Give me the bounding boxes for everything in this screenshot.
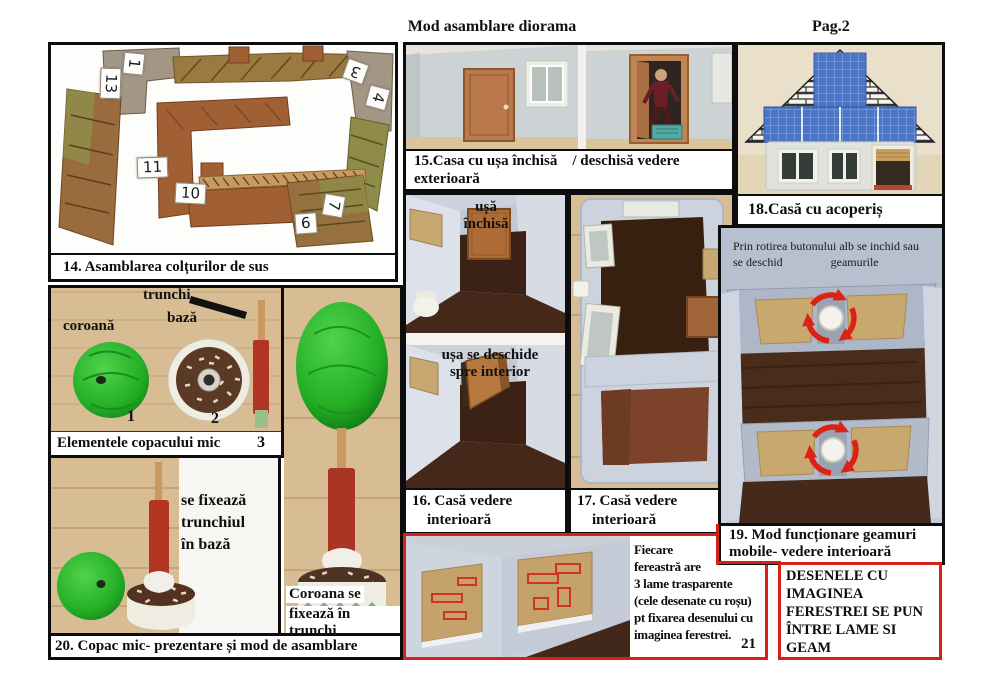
panel-14-top-corners: 1 13 3 4 11 10 6 7 14. Asamblarea colțur…	[48, 42, 398, 282]
photo-interior-door: ușă închisă ușa se deschide spre interio…	[406, 195, 565, 488]
item-number-2: 2	[211, 410, 219, 427]
elements-caption: Elementele copacului mic	[57, 435, 221, 451]
piece-number-tag: 11	[136, 156, 169, 179]
panel-16-interior-door: ușă închisă ușa se deschide spre interio…	[403, 192, 568, 535]
door-closed-label: ușă închisă	[463, 199, 509, 232]
tree-elements-drawing	[73, 296, 269, 428]
panel-19-window-mechanism: Prin rotirea butonului alb se inchid sau…	[718, 225, 945, 565]
assembled-tree-drawing	[284, 288, 400, 633]
photo-tree-elements: coroană bază trunchi 1 2	[51, 288, 281, 431]
photo-window-lamellae	[406, 536, 630, 657]
crown-fix-note-line1: Coroana se	[286, 586, 364, 603]
panel-tree-elements: coroană bază trunchi 1 2 Elementele copa…	[51, 288, 284, 458]
panel-14-caption: 14. Asamblarea colțurilor de sus	[51, 253, 395, 279]
door-open-label: ușa se deschide spre interior	[441, 347, 539, 380]
trunk-fixing-drawing	[51, 458, 278, 633]
panel-21-note: Fiecare fereastră are 3 lame trasparente…	[634, 542, 753, 642]
panel-18-house-roof: 18.Casă cu acoperiș	[735, 42, 945, 227]
crown-label: coroană	[63, 318, 115, 334]
house-roof-drawing	[738, 45, 942, 194]
trunk-fix-note: se fixează trunchiul în bază	[181, 492, 247, 553]
panel-20-caption: 20. Copac mic- prezentare și mod de asam…	[51, 633, 400, 657]
elements-caption-bar: Elementele copacului mic 3	[51, 431, 281, 455]
panel-17-interior-top: 17. Casă vedere interioară	[568, 192, 735, 535]
panel-19-caption: 19. Mod funcționare geamuri mobile- vede…	[721, 523, 942, 562]
panel-15-caption: 15.Casa cu ușa închisă / deschisă vedere…	[406, 149, 732, 189]
panel-16-caption: 16. Casă vedere interioară	[406, 488, 565, 532]
item-number-3: 3	[257, 434, 265, 451]
piece-number-tag: 1	[122, 51, 146, 76]
panel-15-house-exterior: 15.Casa cu ușa închisă / deschisă vedere…	[403, 42, 735, 192]
trunk-label: trunchi	[143, 288, 191, 303]
photo-trunk-fixing: se fixează trunchiul în bază	[51, 458, 281, 633]
page-number: Pag.2	[812, 18, 850, 35]
windows-mechanism-drawing	[721, 228, 942, 523]
panel-21-number: 21	[741, 636, 756, 652]
window-note-text: DESENELE CU IMAGINEA FERESTREI SE PUN ÎN…	[786, 568, 923, 656]
interior-top-view-drawing	[571, 195, 732, 488]
interior-door-drawing	[406, 195, 565, 488]
window-lamellae-drawing	[406, 536, 630, 657]
page-title: Mod asamblare diorama	[407, 18, 577, 35]
photo-house-roof	[738, 45, 942, 194]
crown-fix-note-line2: fixează în trunchi	[286, 606, 400, 633]
panel-21-window-lamellae: Fiecare fereastră are 3 lame trasparente…	[403, 533, 768, 660]
photo-windows-mechanism: Prin rotirea butonului alb se inchid sau…	[721, 228, 942, 523]
piece-number-tag: 6	[294, 212, 318, 235]
photo-corners-assembly: 1 13 3 4 11 10 6 7	[51, 45, 395, 253]
base-label: bază	[167, 310, 197, 326]
red-accent-horizontal	[716, 561, 781, 564]
panel-19-note: Prin rotirea butonului alb se inchid sau…	[733, 239, 919, 269]
item-number-1: 1	[127, 408, 135, 425]
red-accent-vertical	[716, 524, 719, 565]
panel-18-caption: 18.Casă cu acoperiș	[738, 194, 942, 224]
house-exterior-drawing	[406, 45, 732, 149]
photo-assembled-tree: Coroana se fixează în trunchi	[284, 288, 400, 633]
photo-interior-top-view	[571, 195, 732, 488]
piece-number-tag: 13	[99, 67, 122, 100]
panel-17-caption: 17. Casă vedere interioară	[571, 488, 732, 532]
window-note-box: DESENELE CU IMAGINEA FERESTREI SE PUN ÎN…	[778, 562, 942, 660]
panel-20-small-tree: coroană bază trunchi 1 2 Elementele copa…	[48, 285, 403, 660]
piece-number-tag: 7	[321, 193, 346, 218]
photo-house-door-closed-open	[406, 45, 732, 149]
piece-number-tag: 10	[174, 182, 207, 205]
